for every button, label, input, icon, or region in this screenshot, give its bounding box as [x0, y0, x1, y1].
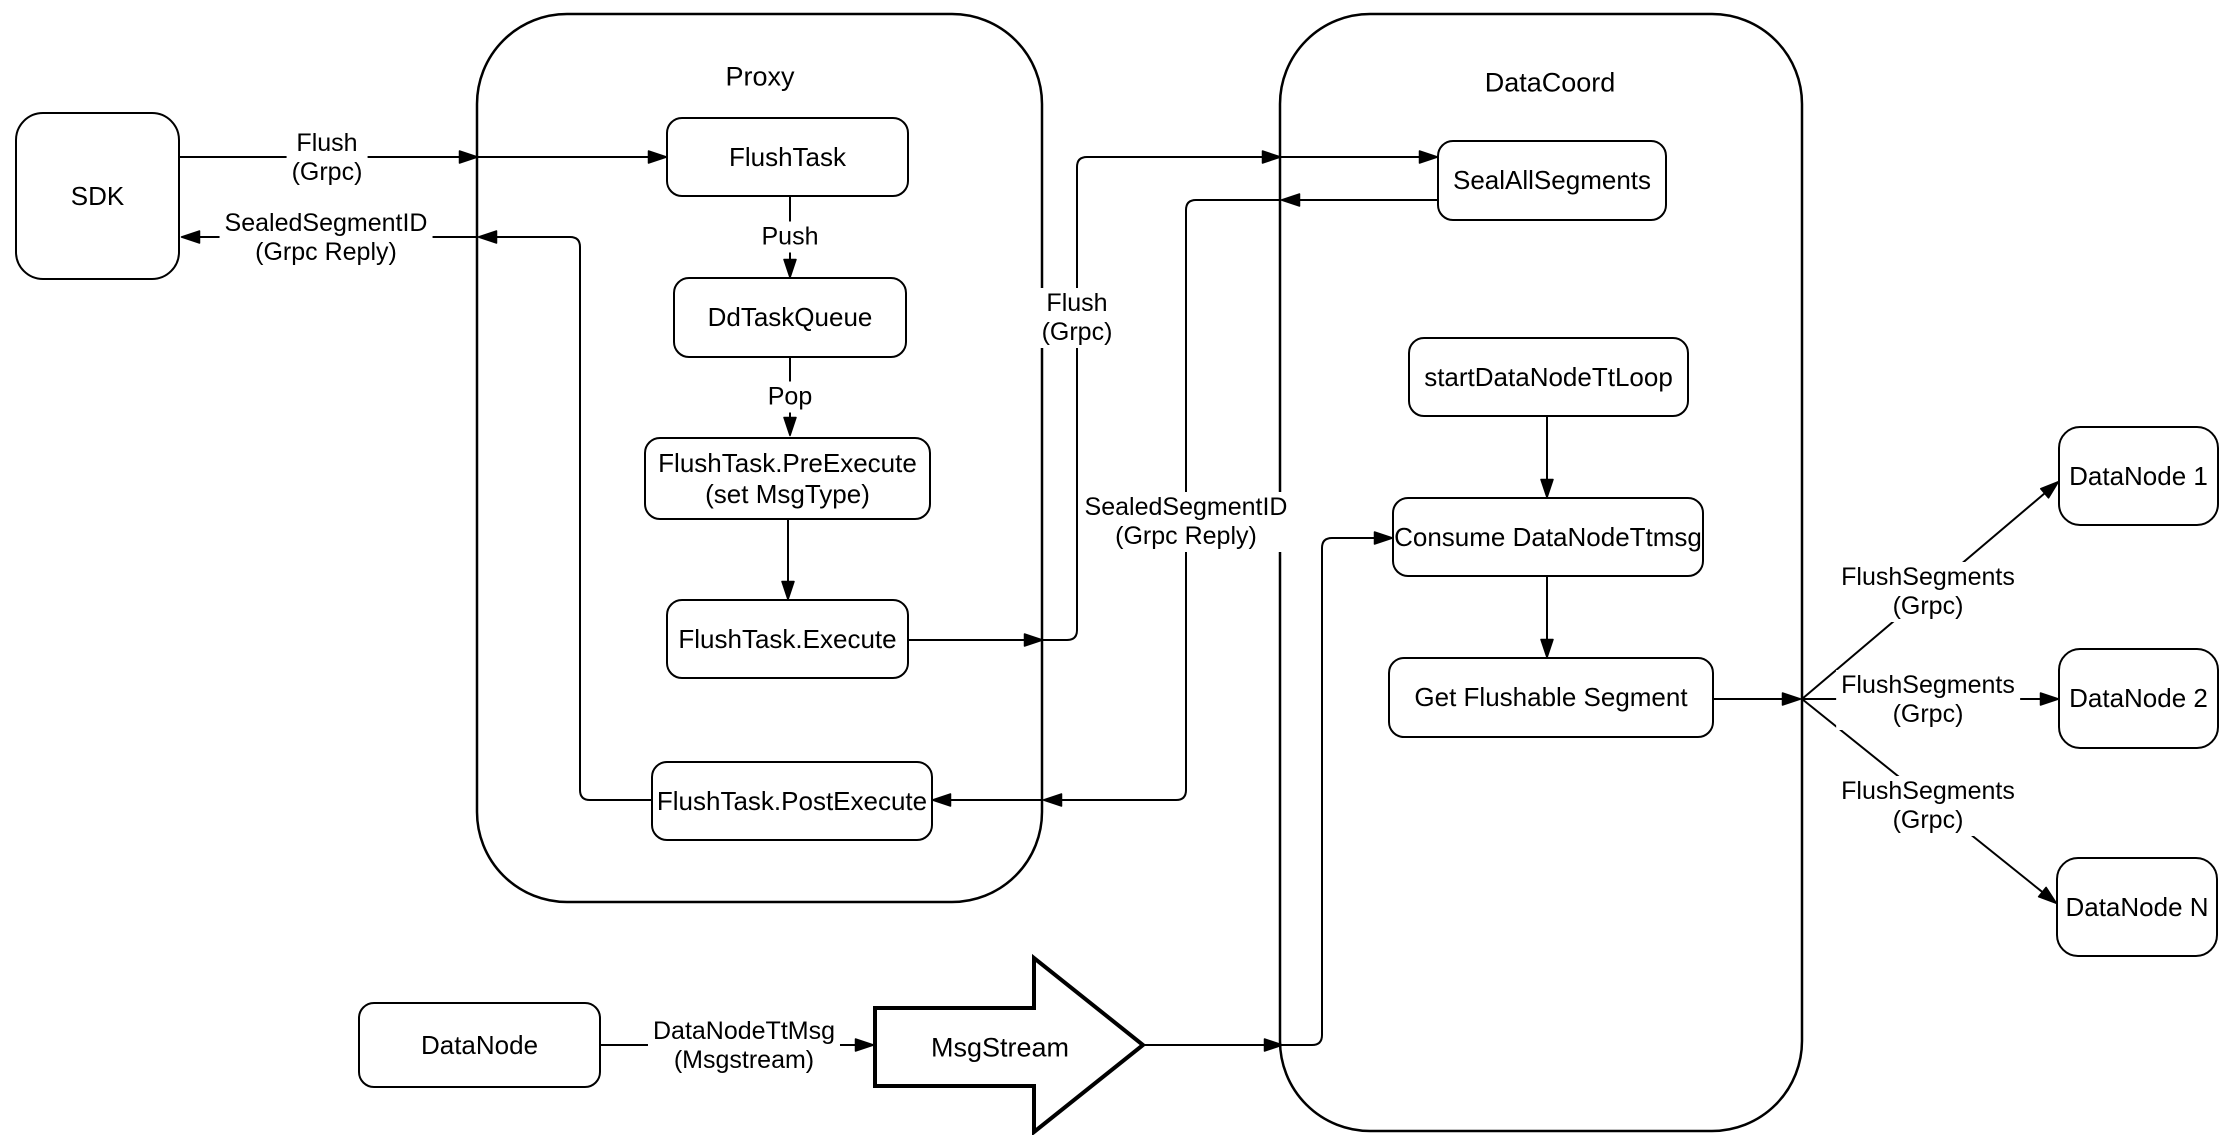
node-startdatanodettloop: startDataNodeTtLoop — [1408, 337, 1689, 417]
edge-label-flushsegments-grpc-3: FlushSegments (Grpc) — [1836, 776, 2020, 836]
edge-label-line: (Grpc) — [1892, 592, 1964, 620]
edge-label-datanodettmsg-msgstream: DataNodeTtMsg (Msgstream) — [647, 1016, 841, 1076]
datacoord-container-title: DataCoord — [1484, 67, 1616, 98]
node-flushtask-preexecute-label: FlushTask.PreExecute — [658, 447, 917, 478]
edge-label-coord-sealedsegmentid-grpc-reply: SealedSegmentID (Grpc Reply) — [1079, 492, 1293, 552]
node-sealallsegments-label: SealAllSegments — [1453, 165, 1651, 196]
edge-datacoord-border-to-consume — [1282, 531, 1394, 1046]
edge-label-coord-flush-grpc: Flush (Grpc) — [1036, 288, 1118, 348]
edge-label-flushsegments-grpc-1: FlushSegments (Grpc) — [1836, 562, 2020, 622]
edge-label-line: (Grpc) — [1041, 318, 1113, 346]
edge-label-pop: Pop — [762, 381, 818, 413]
node-get-flushable-segment: Get Flushable Segment — [1388, 657, 1714, 738]
node-flushtask-execute: FlushTask.Execute — [666, 599, 909, 679]
node-datanode-n: DataNode N — [2056, 857, 2218, 957]
node-get-flushable-segment-label: Get Flushable Segment — [1414, 682, 1688, 713]
msgstream-block-arrow-shape — [873, 953, 1147, 1135]
edge-label-line: Flush — [1046, 289, 1108, 317]
edge-label-line: (Grpc) — [1892, 806, 1964, 834]
edge-label-line: SealedSegmentID — [1084, 493, 1288, 521]
node-flushtask: FlushTask — [666, 117, 909, 197]
edge-label-line: Pop — [767, 382, 813, 411]
node-sdk-label: SDK — [70, 180, 125, 211]
edge-label-line: FlushSegments — [1841, 777, 2015, 805]
node-flushtask-postexecute-label: FlushTask.PostExecute — [656, 785, 928, 816]
edge-label-line: Flush — [296, 129, 358, 157]
edge-label-line: (Grpc) — [291, 158, 363, 186]
node-consume-datanodettmsg-label: Consume DataNodeTtmsg — [1394, 521, 1702, 552]
edge-label-flushsegments-grpc-2: FlushSegments (Grpc) — [1836, 670, 2020, 730]
datacoord-container-outline — [1278, 12, 1804, 1133]
node-flushtask-label: FlushTask — [728, 141, 847, 172]
node-flushtask-preexecute: FlushTask.PreExecute (set MsgType) — [644, 437, 931, 520]
proxy-container-title: Proxy — [725, 61, 795, 92]
node-datanode-2: DataNode 2 — [2058, 648, 2219, 749]
node-datanode-1-label: DataNode 1 — [2069, 460, 2208, 491]
node-datanode-2-label: DataNode 2 — [2069, 683, 2208, 714]
msgstream-shape-label: MsgStream — [930, 1032, 1070, 1063]
node-sealallsegments: SealAllSegments — [1437, 140, 1667, 221]
proxy-container-outline — [475, 12, 1044, 904]
node-datanode: DataNode — [358, 1002, 601, 1088]
edge-label-line: (Grpc Reply) — [1115, 522, 1257, 550]
edge-label-line: (Msgstream) — [673, 1046, 815, 1074]
node-flushtask-execute-label: FlushTask.Execute — [678, 623, 897, 654]
edge-label-line: SealedSegmentID — [224, 209, 428, 237]
node-datanode-label: DataNode — [420, 1029, 539, 1060]
node-flushtask-postexecute: FlushTask.PostExecute — [651, 761, 933, 841]
node-ddtaskqueue: DdTaskQueue — [673, 277, 907, 358]
node-flushtask-preexecute-sublabel: (set MsgType) — [705, 478, 870, 509]
edge-label-line: FlushSegments — [1841, 563, 2015, 591]
edge-label-sealedsegmentid-grpc-reply: SealedSegmentID (Grpc Reply) — [219, 208, 433, 268]
edge-label-line: (Grpc) — [1892, 700, 1964, 728]
edge-label-line: (Grpc Reply) — [255, 238, 397, 266]
node-ddtaskqueue-label: DdTaskQueue — [707, 302, 873, 333]
edge-label-line: Push — [761, 222, 819, 251]
node-startdatanodettloop-label: startDataNodeTtLoop — [1424, 361, 1673, 392]
node-datanode-1: DataNode 1 — [2058, 426, 2219, 526]
edge-postexecute-to-proxy-border — [477, 230, 651, 801]
edge-label-push: Push — [756, 221, 824, 253]
node-datanode-n-label: DataNode N — [2065, 891, 2209, 922]
edge-label-sdk-flush-grpc: Flush (Grpc) — [286, 128, 368, 188]
edge-label-line: FlushSegments — [1841, 671, 2015, 699]
edge-proxy-to-datacoord-border — [1042, 150, 1282, 641]
node-consume-datanodettmsg: Consume DataNodeTtmsg — [1392, 497, 1704, 577]
node-sdk: SDK — [15, 112, 180, 280]
edge-label-line: DataNodeTtMsg — [652, 1017, 836, 1045]
